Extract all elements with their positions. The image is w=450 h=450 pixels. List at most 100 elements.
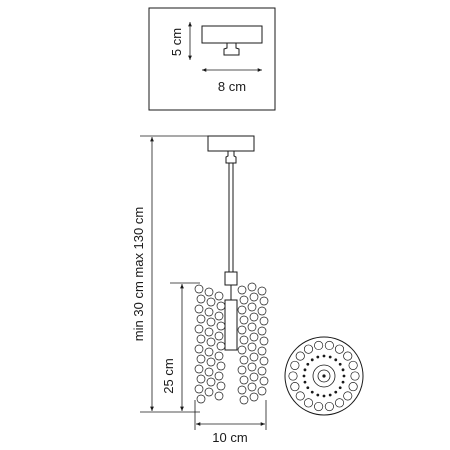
crystal-bead [216, 341, 226, 351]
crystal-bead [196, 334, 206, 344]
bottom-dot [338, 386, 342, 390]
bottom-view-outer-ring [284, 336, 364, 416]
bottom-bead [314, 340, 324, 351]
bottom-dot [316, 393, 320, 397]
canopy-connector [225, 151, 237, 164]
bottom-dot [341, 380, 345, 384]
crystal-bead [216, 301, 226, 311]
crystal-bead [257, 386, 267, 396]
bottom-bead [348, 382, 358, 392]
crystal-bead [237, 365, 247, 375]
bottom-bead [303, 344, 314, 354]
bottom-dot [334, 390, 338, 394]
crystal-bead [194, 344, 204, 354]
crystal-bead [259, 316, 269, 326]
bottom-view-outer-beads [288, 340, 360, 412]
crystal-bead [194, 364, 204, 374]
crystal-bead [257, 286, 267, 296]
crystal-bead [204, 307, 214, 317]
crystal-bead [206, 357, 216, 367]
crystal-bead [237, 345, 247, 355]
crystal-bead [257, 326, 267, 336]
crystal-bead [204, 367, 214, 377]
crystal-bead [239, 295, 249, 305]
bottom-dot [302, 374, 306, 378]
crystal-bead [237, 285, 247, 295]
crystal-bead [249, 372, 259, 382]
bottom-dot [334, 358, 338, 362]
crystal-bead [214, 331, 224, 341]
crystal-bead [257, 346, 267, 356]
bottom-view-inner-dots [302, 354, 346, 398]
crystal-bead [257, 306, 267, 316]
crystal-bead [237, 325, 247, 335]
crystal-bead [216, 321, 226, 331]
bottom-bead [314, 401, 324, 412]
crystal-bead [247, 382, 257, 392]
crystal-bead [206, 317, 216, 327]
crystal-strands [194, 282, 269, 405]
crystal-bead [206, 297, 216, 307]
crystal-bead [247, 282, 257, 292]
crystal-bead [204, 327, 214, 337]
crystal-bead [259, 336, 269, 346]
bottom-dot [310, 390, 314, 394]
lamp-holder-top [224, 271, 238, 286]
bottom-dot [303, 380, 307, 384]
crystal-bead [214, 291, 224, 301]
crystal-bead [194, 304, 204, 314]
crystal-bead [206, 377, 216, 387]
crystal-bead [247, 322, 257, 332]
bottom-dot [303, 368, 307, 372]
bottom-bead [334, 398, 345, 408]
pendant-side-view: min 30 cm max 130 cm 25 cm 10 cm [131, 135, 269, 445]
crystal-bead [239, 375, 249, 385]
pendant-bottom-view [284, 336, 364, 416]
crystal-bead [196, 374, 206, 384]
crystal-bead [214, 311, 224, 321]
bottom-bead [288, 371, 298, 381]
crystal-bead [247, 362, 257, 372]
bottom-dot [310, 358, 314, 362]
crystal-bead [239, 335, 249, 345]
crystal-bead [196, 394, 206, 404]
crystal-bead [247, 342, 257, 352]
bottom-bead [343, 391, 353, 401]
canopy [207, 135, 255, 152]
bottom-dot [322, 394, 326, 398]
crystal-bead [194, 324, 204, 334]
bottom-dot [306, 386, 310, 390]
crystal-bead [239, 395, 249, 405]
bottom-bead [324, 340, 334, 351]
crystal-bead [237, 305, 247, 315]
crystal-bead [257, 366, 267, 376]
crystal-bead [204, 287, 214, 297]
crystal-bead [259, 356, 269, 366]
inset-width-label: 8 cm [218, 79, 246, 94]
bottom-dot [322, 354, 326, 358]
bottom-dot [341, 368, 345, 372]
bottom-dot [328, 393, 332, 397]
bottom-dot [316, 355, 320, 359]
bottom-bead [290, 382, 300, 392]
crystal-bead [249, 352, 259, 362]
crystal-bead [214, 351, 224, 361]
lamp-holder [224, 299, 238, 351]
bottom-bead [324, 401, 334, 412]
crystal-bead [259, 376, 269, 386]
inset-frame [148, 7, 276, 111]
crystal-bead [194, 284, 204, 294]
crystal-bead [249, 312, 259, 322]
crystal-bead [196, 354, 206, 364]
crystal-bead [204, 347, 214, 357]
bottom-bead [334, 344, 345, 354]
shade-height-label: 25 cm [161, 358, 176, 393]
bottom-bead [295, 391, 305, 401]
crystal-bead [249, 332, 259, 342]
crystal-bead [214, 371, 224, 381]
bottom-bead [343, 351, 353, 361]
crystal-bead [216, 381, 226, 391]
width-label: 10 cm [212, 430, 247, 445]
crystal-bead [206, 337, 216, 347]
